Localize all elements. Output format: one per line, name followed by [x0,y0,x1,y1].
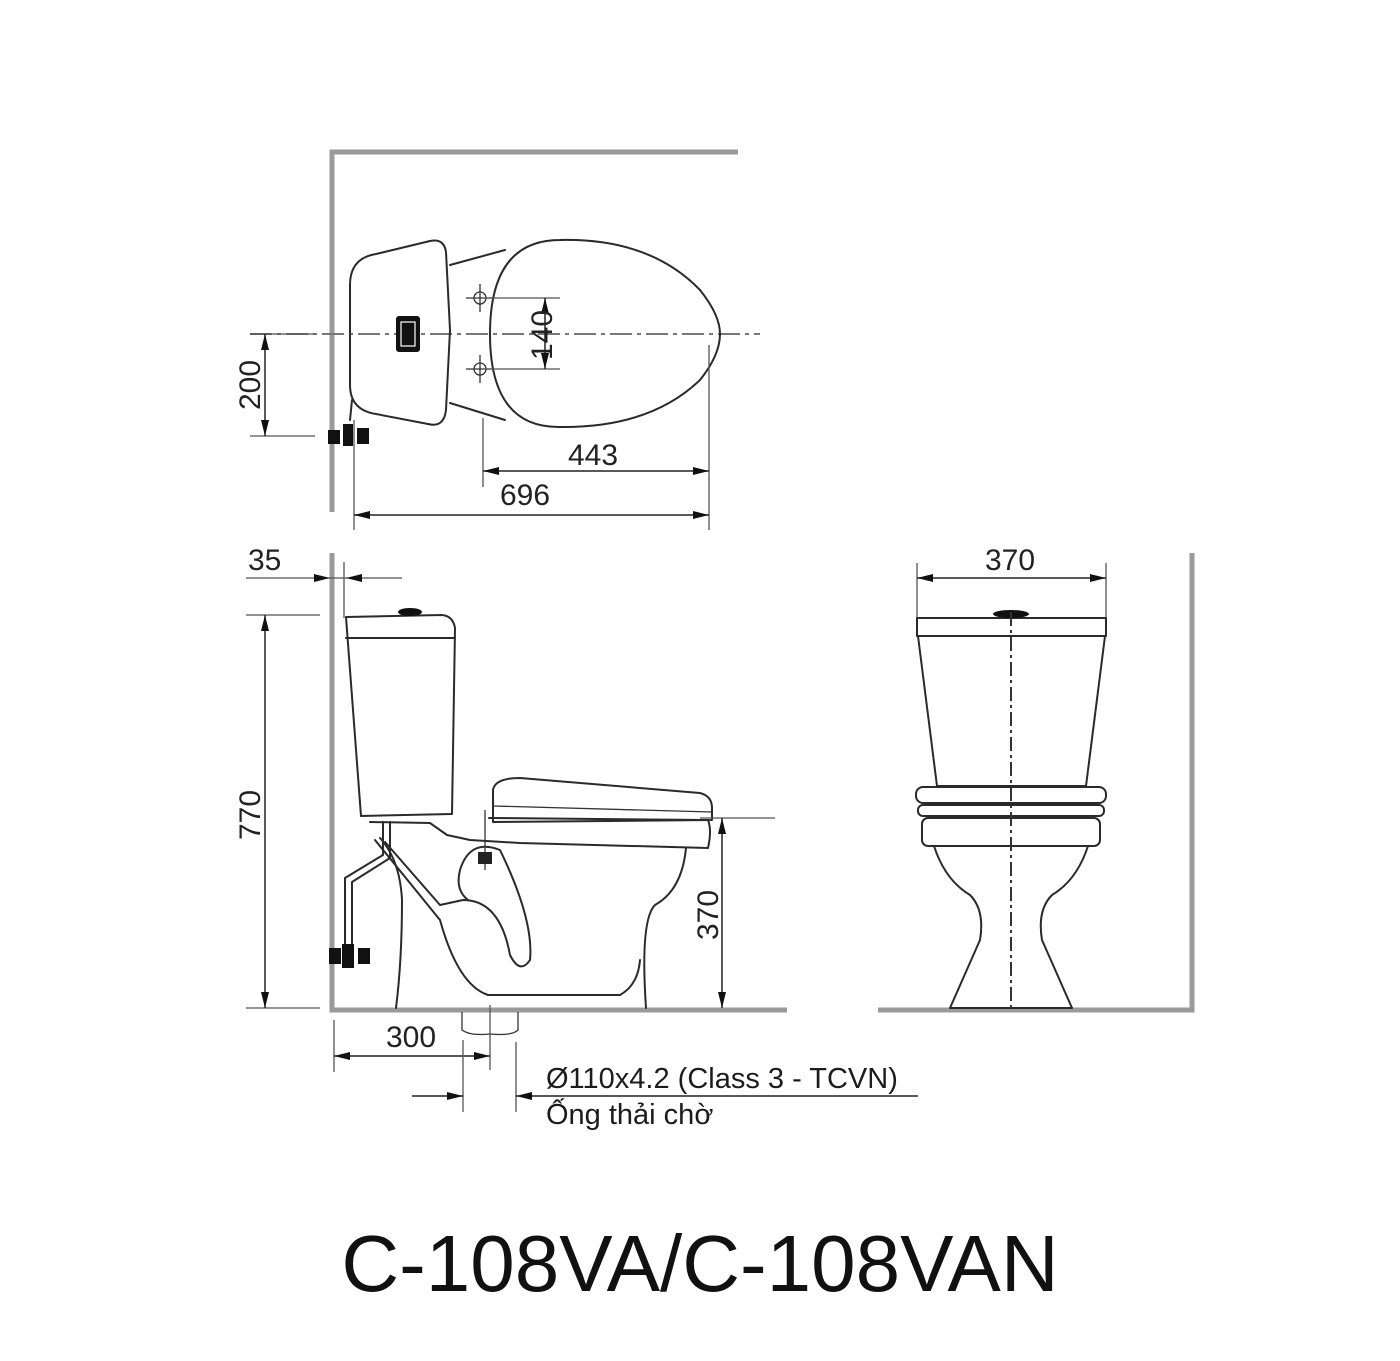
dimension-seat-height: 370 [692,890,725,940]
dimension-supply-offset: 200 [234,360,267,410]
wall-floor-front [878,553,1195,1013]
side-view: 35 770 [234,544,918,1131]
front-view: 370 [878,544,1195,1013]
bowl-rear-curve [379,837,403,1009]
top-view: 140 200 443 696 [234,149,760,530]
wall-floor-side [329,553,787,1013]
pipe-spec-note: Ø110x4.2 (Class 3 - TCVN) [546,1063,898,1095]
dimension-wall-gap: 35 [248,544,281,577]
dimension-rough-in: 300 [386,1021,436,1054]
pedestal-right [1039,845,1089,1009]
pedestal-left [933,845,983,1009]
angle-valve-icon [329,944,370,968]
flush-button-side-icon [398,608,422,616]
bowl-front-curve [643,847,687,1009]
dimension-bolt-spacing: 140 [526,310,559,360]
bowl-neck-top [449,249,506,266]
dimension-bowl-length: 443 [568,439,618,472]
trapway-inner [384,841,532,968]
bowl-neck-bottom [449,402,506,421]
tank-top-outline [349,239,451,426]
supply-pipe [351,821,391,951]
tank-side-outline [345,614,456,817]
seat-outline-top [489,238,721,429]
bowl-rim-side [369,817,711,849]
trapway-outer [374,839,641,996]
dimension-overall-depth: 696 [500,479,550,512]
seat-lid-side [492,777,713,823]
dimension-overall-width: 370 [985,544,1035,577]
pipe-label-note: Ống thải chờ [546,1097,713,1131]
flush-button-icon [396,316,420,352]
wall-outline-top [329,149,738,512]
dimension-overall-height: 770 [234,790,267,840]
supply-valve-icon [328,399,369,446]
model-title: C-108VA/C-108VAN [341,1219,1059,1308]
